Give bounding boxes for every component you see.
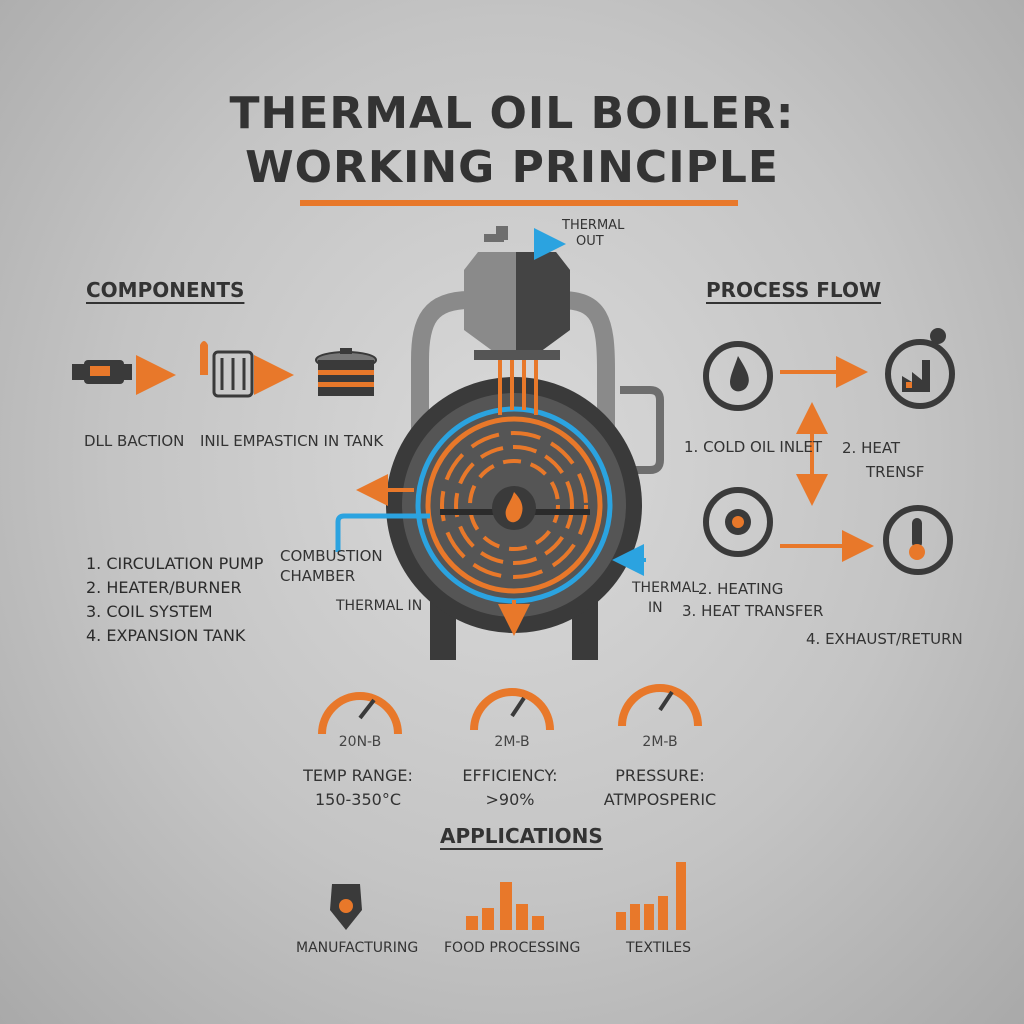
factory-icon (885, 328, 955, 409)
title-underline (300, 200, 738, 206)
application-item: TEXTILES (626, 940, 691, 956)
components-list: 1. CIRCULATION PUMP 2. HEATER/BURNER 3. … (86, 552, 263, 648)
process-step-2: 2. HEAT TRENSF (842, 439, 925, 481)
process-step-1: 1. COLD OIL INLET (684, 438, 823, 456)
application-item: FOOD PROCESSING (444, 940, 581, 956)
pump-icon (72, 360, 132, 384)
list-item: 2. HEATER/BURNER (86, 578, 242, 597)
list-item: 4. EXPANSION TANK (86, 626, 246, 645)
component-icon-label: INIL EMPASTICN IN TANK (200, 432, 384, 450)
gauge-efficiency-label: EFFICIENCY:>90% (462, 766, 558, 809)
gauge-temp-icon (318, 692, 402, 735)
oil-drop-icon (703, 341, 773, 411)
gear-icon (703, 487, 773, 557)
combustion-chamber-label: COMBUSTION CHAMBER (280, 547, 383, 585)
process-step-4: 4. EXHAUST/RETURN (806, 630, 963, 648)
thermal-in-label-left: THERMAL IN (336, 598, 423, 614)
gauge-reading: 2M-B (642, 734, 678, 750)
title-line-2: WORKING PRINCIPLE (245, 142, 779, 193)
thermal-out-label: THERMAL OUT (562, 218, 625, 249)
gauge-pressure-icon (618, 684, 702, 727)
title-line-1: THERMAL OIL BOILER: (229, 88, 795, 139)
bar-chart-icon (466, 882, 544, 930)
process-flow-heading: PROCESS FLOW (706, 278, 882, 302)
applications-heading: APPLICATIONS (440, 824, 603, 848)
thermometer-icon (883, 505, 953, 575)
top-vessel (464, 226, 570, 360)
expansion-tank-icon (315, 348, 377, 396)
list-item: 3. COIL SYSTEM (86, 602, 213, 621)
components-heading: COMPONENTS (86, 278, 245, 302)
list-item: 1. CIRCULATION PUMP (86, 554, 264, 573)
gauge-reading: 20N-B (338, 734, 382, 750)
boiler-drum (386, 360, 642, 660)
gauge-temp-label: TEMP RANGE:150-350°C (303, 766, 413, 809)
component-icon-label: DLL BACTION (84, 432, 185, 450)
application-item: MANUFACTURING (296, 940, 419, 956)
gauge-efficiency-icon (470, 688, 554, 731)
gauge-reading: 2M-B (494, 734, 530, 750)
bar-chart-icon (616, 862, 686, 930)
heater-icon (200, 341, 254, 398)
process-step-3: 2. HEATING 3. HEAT TRANSFER (682, 580, 824, 620)
flame-icon (505, 492, 523, 523)
gauge-pressure-label: PRESSURE:ATMPOSPERIC (603, 766, 717, 809)
shield-icon (330, 884, 362, 930)
thermal-in-label-right: THERMAL IN (632, 580, 700, 616)
